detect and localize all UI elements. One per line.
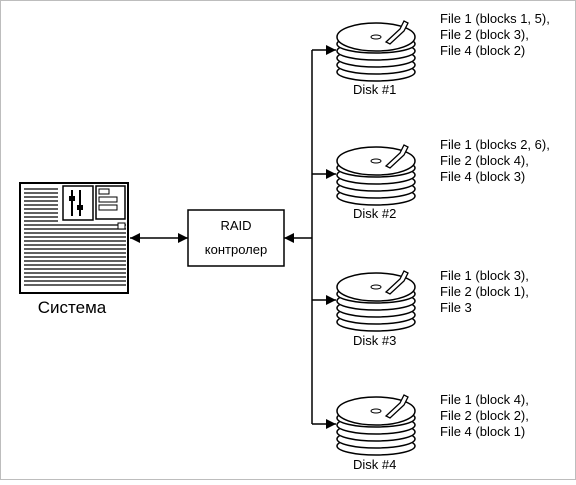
disk-file-list: File 1 (block 4), File 2 (block 2), File…	[440, 392, 529, 440]
file-entry: File 1 (block 4),	[440, 392, 529, 407]
hard-disk-icon	[336, 144, 416, 206]
raid-controller-box	[187, 209, 285, 267]
file-entry: File 1 (blocks 2, 6),	[440, 137, 550, 152]
file-entry: File 4 (block 3)	[440, 169, 526, 184]
disk-label: Disk #1	[353, 82, 397, 97]
disk-label: Disk #3	[353, 333, 397, 348]
file-entry: File 2 (block 4),	[440, 153, 529, 168]
computer-icon	[19, 182, 129, 294]
disk-file-list: File 1 (blocks 1, 5), File 2 (block 3), …	[440, 11, 550, 59]
file-entry: File 2 (block 3),	[440, 27, 529, 42]
controller-label-line1: RAID	[220, 218, 252, 233]
file-entry: File 3	[440, 300, 472, 315]
file-entry: File 4 (block 2)	[440, 43, 526, 58]
disk-label: Disk #2	[353, 206, 397, 221]
hard-disk-icon	[336, 394, 416, 456]
disk-label: Disk #4	[353, 457, 397, 472]
hard-disk-icon	[336, 20, 416, 82]
file-entry: File 2 (block 1),	[440, 284, 529, 299]
file-entry: File 1 (blocks 1, 5),	[440, 11, 550, 26]
hard-disk-icon	[336, 270, 416, 332]
file-entry: File 4 (block 1)	[440, 424, 526, 439]
disk-file-list: File 1 (block 3), File 2 (block 1), File…	[440, 268, 529, 316]
file-entry: File 1 (block 3),	[440, 268, 529, 283]
controller-label-line2: контролер	[204, 242, 268, 257]
file-entry: File 2 (block 2),	[440, 408, 529, 423]
disk-file-list: File 1 (blocks 2, 6), File 2 (block 4), …	[440, 137, 550, 185]
system-label: Система	[37, 298, 107, 317]
